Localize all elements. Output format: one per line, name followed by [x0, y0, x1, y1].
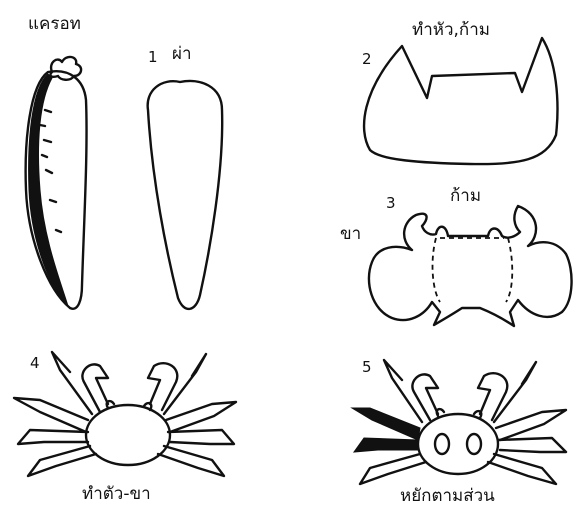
step3-leg-label: ขา: [340, 226, 361, 243]
step2-number: 2: [362, 52, 372, 67]
step3-body-shape: [369, 206, 572, 326]
step1-number: 1: [148, 50, 158, 65]
step4-crab: [14, 352, 236, 476]
carrot-label: แครอท: [28, 16, 81, 33]
step3-number: 3: [386, 196, 396, 211]
step5-number: 5: [362, 360, 372, 375]
step2-label: ทำหัว,ก้าม: [412, 22, 490, 39]
carrot-drawing: [26, 57, 87, 309]
step5-finished-crab: [352, 360, 566, 484]
step1-halved-carrot: [148, 81, 223, 309]
step4-label: ทำตัว-ขา: [82, 486, 151, 503]
step5-label: หยักตามส่วน: [400, 488, 495, 505]
step3-claw-label: ก้าม: [450, 188, 481, 205]
step2-head-shape: [364, 38, 557, 164]
step1-label: ผ่า: [172, 46, 192, 63]
step4-number: 4: [30, 356, 40, 371]
